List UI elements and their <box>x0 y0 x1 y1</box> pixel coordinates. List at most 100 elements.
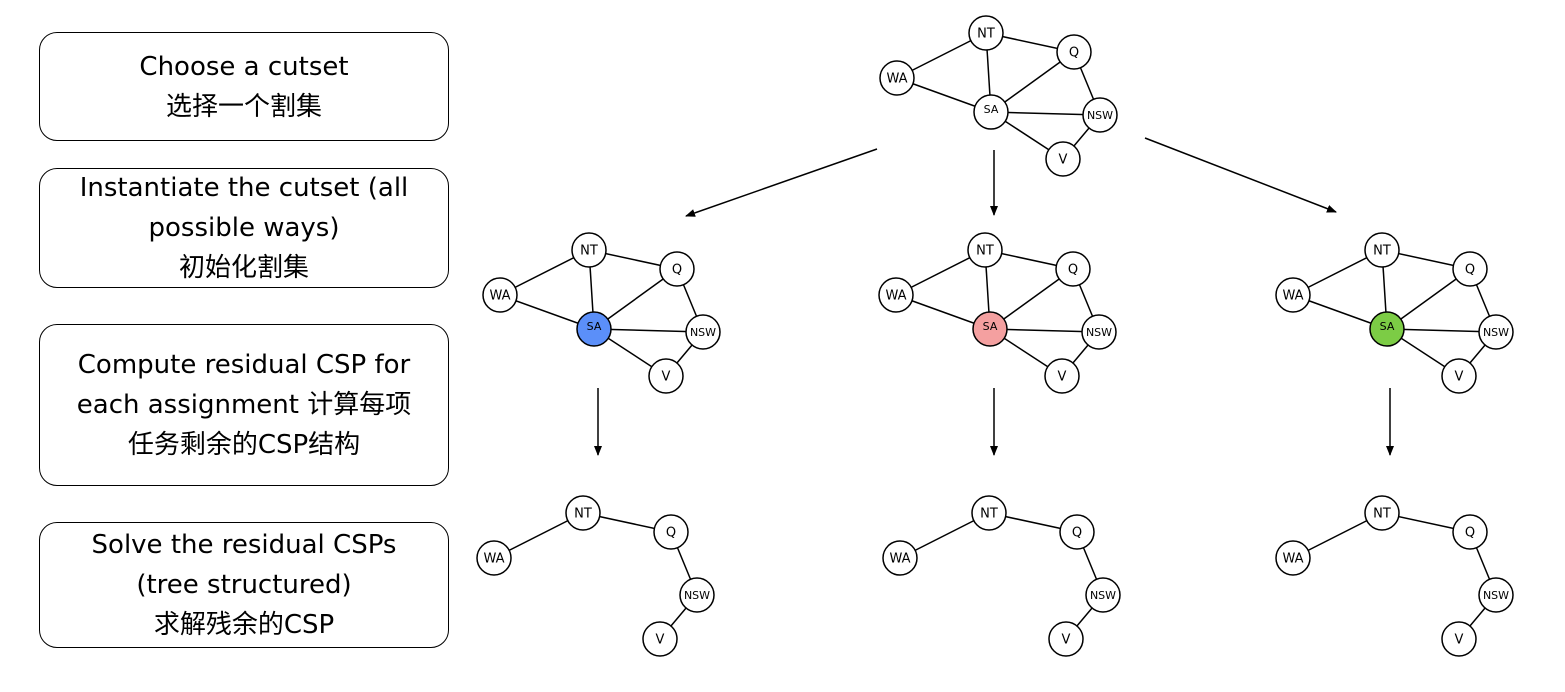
node-circle <box>1452 251 1488 287</box>
node-circle <box>1364 232 1400 268</box>
node-nt: NT <box>968 15 1004 51</box>
node-label: WA <box>1282 552 1303 567</box>
node-circle <box>878 277 914 313</box>
node-nsw: NSW <box>679 577 715 613</box>
node-nt: NT <box>967 232 1003 268</box>
node-label: NSW <box>1087 109 1113 122</box>
node-label: NSW <box>1483 589 1509 602</box>
node-nt: NT <box>1364 232 1400 268</box>
node-circle <box>642 621 678 657</box>
step-box-solve-residual: Solve the residual CSPs (tree structured… <box>39 522 449 648</box>
edge-sa-nsw <box>1386 328 1497 333</box>
node-circle <box>482 277 518 313</box>
step-text-line: 求解残余的CSP <box>153 610 335 640</box>
node-v: V <box>648 358 684 394</box>
node-circle <box>879 60 915 96</box>
node-label: NT <box>976 244 994 259</box>
node-label: SA <box>984 103 999 116</box>
edge-sa-nsw <box>990 111 1101 116</box>
node-wa: WA <box>1275 540 1311 576</box>
step-text-line: 任务剩余的CSP结构 <box>127 430 361 460</box>
node-q: Q <box>1056 34 1092 70</box>
node-v: V <box>1048 621 1084 657</box>
node-circle <box>882 540 918 576</box>
node-circle <box>1055 251 1091 287</box>
node-q: Q <box>1059 514 1095 550</box>
node-circle <box>1441 358 1477 394</box>
step-text-line: possible ways) <box>148 213 340 243</box>
node-circle <box>1441 621 1477 657</box>
node-circle <box>1478 314 1514 350</box>
step-box-choose-cutset: Choose a cutset 选择一个割集 <box>39 32 449 141</box>
flow-arrow-2 <box>1144 137 1337 213</box>
node-nsw: NSW <box>1478 577 1514 613</box>
node-label: NSW <box>1483 326 1509 339</box>
node-label: SA <box>1380 320 1395 333</box>
node-q: Q <box>1452 514 1488 550</box>
node-sa: SA <box>1369 311 1405 347</box>
node-wa: WA <box>878 277 914 313</box>
node-sa: SA <box>972 311 1008 347</box>
node-circle <box>576 311 612 347</box>
instantiated-graph-1: WA NT Q SA NSW V <box>878 232 1117 394</box>
node-label: NT <box>574 507 592 522</box>
step-box-compute-residual: Compute residual CSP for each assignment… <box>39 324 449 486</box>
node-nt: NT <box>571 232 607 268</box>
node-circle <box>1044 358 1080 394</box>
node-label: NSW <box>1090 589 1116 602</box>
node-circle <box>1275 277 1311 313</box>
step-text-line: Instantiate the cutset (all <box>79 173 409 203</box>
node-label: NSW <box>684 589 710 602</box>
node-label: Q <box>672 263 682 278</box>
node-label: Q <box>666 526 676 541</box>
node-label: V <box>1455 633 1464 648</box>
node-wa: WA <box>1275 277 1311 313</box>
node-nsw: NSW <box>1085 577 1121 613</box>
node-label: NSW <box>1086 326 1112 339</box>
node-nt: NT <box>565 495 601 531</box>
node-v: V <box>642 621 678 657</box>
node-circle <box>1056 34 1092 70</box>
node-wa: WA <box>882 540 918 576</box>
node-label: V <box>1059 153 1068 168</box>
node-q: Q <box>659 251 695 287</box>
node-label: Q <box>1465 263 1475 278</box>
node-q: Q <box>1452 251 1488 287</box>
step-text-line: 初始化割集 <box>178 253 309 283</box>
node-label: NT <box>977 27 995 42</box>
node-label: Q <box>1069 46 1079 61</box>
node-label: NT <box>1373 244 1391 259</box>
node-nt: NT <box>1364 495 1400 531</box>
node-label: V <box>1062 633 1071 648</box>
node-circle <box>1369 311 1405 347</box>
node-circle <box>1364 495 1400 531</box>
node-circle <box>476 540 512 576</box>
node-label: WA <box>889 552 910 567</box>
node-q: Q <box>653 514 689 550</box>
node-label: V <box>1455 370 1464 385</box>
node-circle <box>1085 577 1121 613</box>
node-circle <box>648 358 684 394</box>
node-label: NSW <box>690 326 716 339</box>
step-text-line: Solve the residual CSPs <box>91 530 397 560</box>
node-nsw: NSW <box>1081 314 1117 350</box>
node-v: V <box>1441 621 1477 657</box>
node-circle <box>571 232 607 268</box>
node-circle <box>1059 514 1095 550</box>
node-label: WA <box>885 289 906 304</box>
step-text-line: 选择一个割集 <box>165 91 322 122</box>
residual-graph-1: WA NT Q NSW V <box>882 495 1121 657</box>
node-nt: NT <box>971 495 1007 531</box>
node-label: Q <box>1068 263 1078 278</box>
node-label: Q <box>1465 526 1475 541</box>
edge-sa-nsw <box>593 328 704 333</box>
node-circle <box>1478 577 1514 613</box>
node-nsw: NSW <box>1478 314 1514 350</box>
node-circle <box>1275 540 1311 576</box>
node-label: V <box>1058 370 1067 385</box>
node-v: V <box>1045 141 1081 177</box>
